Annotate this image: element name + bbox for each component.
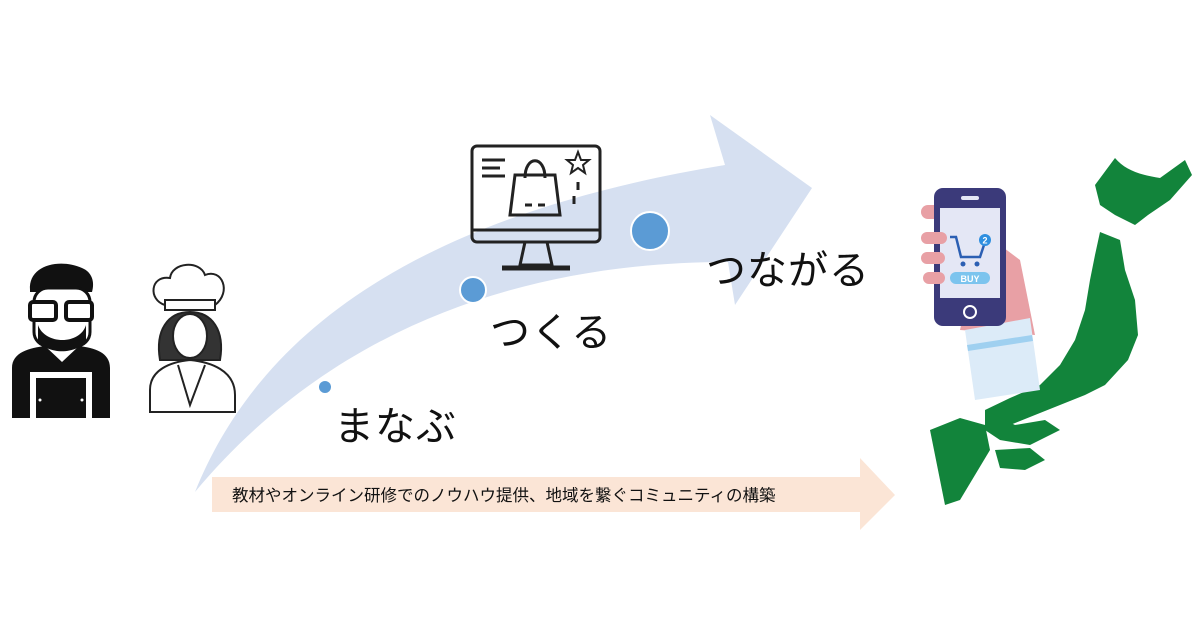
smartphone-hand-icon xyxy=(921,188,1040,400)
banner-text: 教材やオンライン研修でのノウハウ提供、地域を繋ぐコミュニティの構築 xyxy=(232,486,776,505)
craftsman-icon xyxy=(12,263,110,418)
online-shop-monitor-icon xyxy=(470,144,602,271)
japan-map xyxy=(930,158,1192,505)
step-label-connect: つながる xyxy=(706,248,870,294)
step-label-learn: まなぶ xyxy=(334,404,457,450)
cart-badge: 2 xyxy=(982,236,987,246)
step-dot-small xyxy=(319,381,331,393)
step-dot-medium xyxy=(459,276,487,304)
step-dot-large xyxy=(630,211,670,251)
step-label-create: つくる xyxy=(490,310,613,356)
growth-arrow xyxy=(195,115,812,492)
chef-icon xyxy=(149,263,236,413)
banner-arrow xyxy=(212,458,895,530)
buy-button: BUY xyxy=(960,274,979,284)
